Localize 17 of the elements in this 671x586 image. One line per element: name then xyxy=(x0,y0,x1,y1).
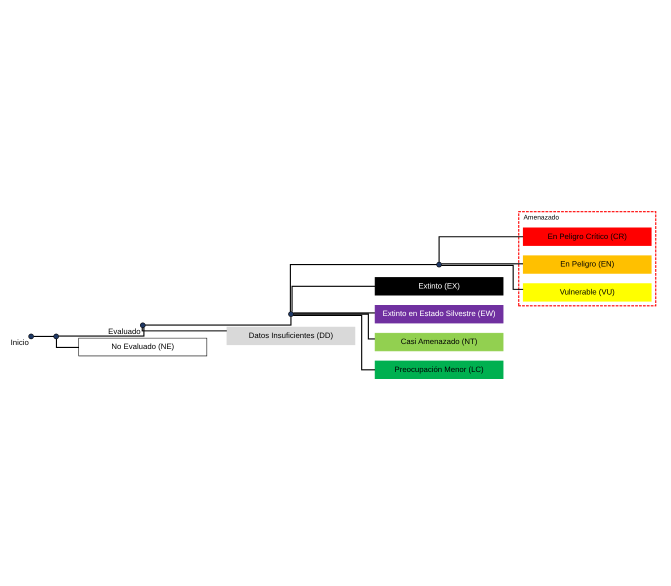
connector xyxy=(58,328,144,337)
connector xyxy=(442,264,524,290)
node-circle xyxy=(140,322,146,328)
connector xyxy=(293,312,375,314)
node-circle xyxy=(288,311,294,317)
connector xyxy=(294,314,375,340)
connector xyxy=(34,336,54,337)
node-circle xyxy=(436,262,442,268)
connector xyxy=(438,236,524,262)
connector xyxy=(145,316,292,326)
connector xyxy=(56,339,79,348)
connector xyxy=(142,328,227,332)
connector xyxy=(290,264,437,312)
connector xyxy=(442,263,524,264)
connector xyxy=(292,286,376,312)
node-circle xyxy=(53,334,59,340)
node-circle xyxy=(28,334,34,340)
